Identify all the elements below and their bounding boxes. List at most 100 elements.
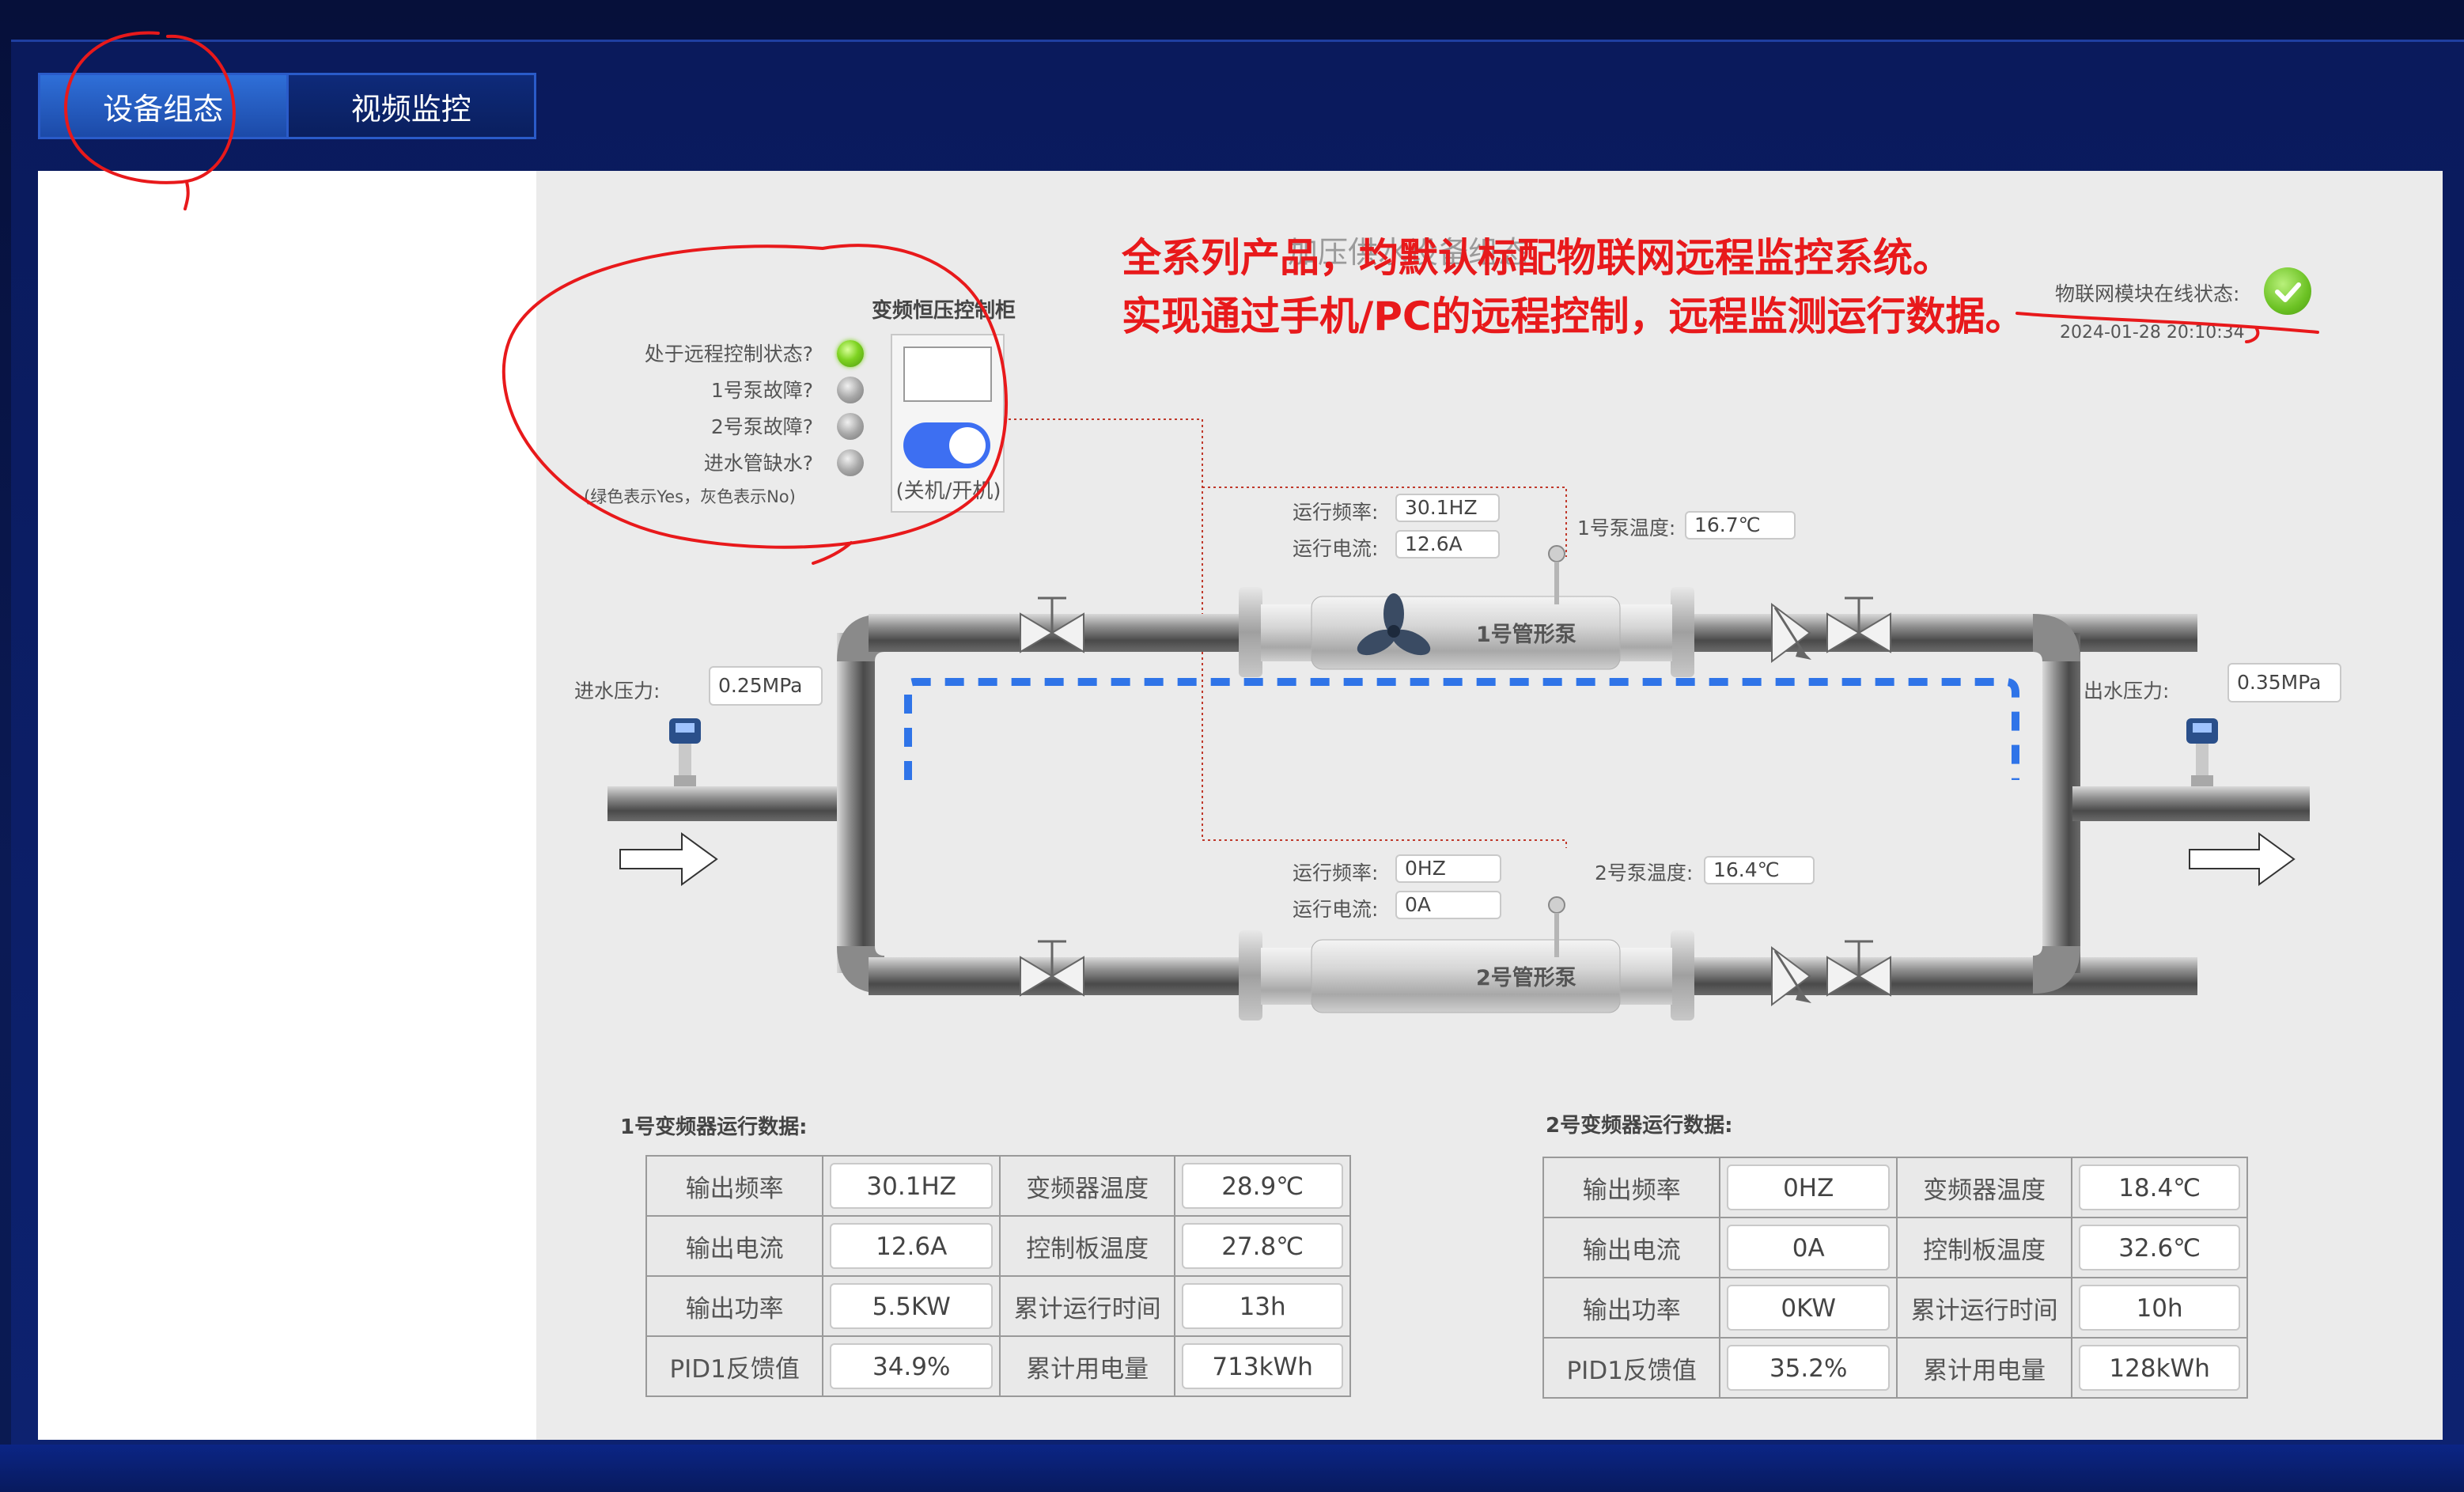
cabinet-title: 变频恒压控制柜: [872, 299, 1016, 323]
table-cell: 累计用电量: [1895, 1337, 2073, 1399]
table-row: PID1反馈值 35.2% 累计用电量 128kWh: [1542, 1337, 2248, 1399]
diagram-title: 加压供水设备组态: [1288, 235, 1529, 270]
table-row: PID1反馈值 34.9% 累计用电量 713kWh: [645, 1335, 1351, 1397]
fan-icon: [1357, 593, 1431, 656]
valve-bottom-inlet: [1020, 940, 1084, 997]
table-cell: 0A: [1719, 1217, 1898, 1278]
status-lamp-remote: [837, 340, 864, 367]
table-cell: 0HZ: [1719, 1157, 1898, 1218]
pump-2-graphic: [1239, 930, 1694, 1021]
content-area: 加压供水设备组态 变频恒压控制柜 处于远程控制状态? 1号泵故障? 2号泵故障?…: [38, 171, 2443, 1440]
status-lamp-water-shortage: [837, 449, 864, 476]
cabinet-screen: [903, 346, 992, 402]
table-cell: 累计运行时间: [999, 1275, 1176, 1337]
status-label-pump1-fault: 1号泵故障?: [710, 379, 813, 402]
table-row: 输出功率 0KW 累计运行时间 10h: [1542, 1277, 2248, 1339]
valve-top-outlet: [1826, 596, 1891, 653]
status-label-pump2-fault: 2号泵故障?: [710, 415, 813, 438]
pump1-temp-value: 16.7℃: [1685, 511, 1796, 540]
tab-bar: 设备组态 视频监控: [38, 73, 536, 139]
toggle-caption: (关机/开机): [895, 479, 1001, 503]
pump1-temp-label: 1号泵温度:: [1577, 517, 1676, 540]
table-cell: 27.8℃: [1174, 1215, 1351, 1277]
table-cell: 输出功率: [1542, 1277, 1721, 1339]
left-panel: [38, 171, 536, 1440]
vfd2-title: 2号变频器运行数据:: [1546, 1114, 1733, 1138]
inlet-pressure-label: 进水压力:: [574, 680, 660, 702]
table-cell: PID1反馈值: [1542, 1337, 1721, 1399]
pump1-freq-label: 运行频率:: [1293, 501, 1379, 524]
table-cell: 输出电流: [645, 1215, 824, 1277]
table-cell: 34.9%: [822, 1335, 1001, 1397]
table-cell: 输出功率: [645, 1275, 824, 1337]
table-cell: 累计用电量: [999, 1335, 1176, 1397]
pump2-current-value: 0A: [1395, 891, 1501, 919]
table-cell: 28.9℃: [1174, 1155, 1351, 1217]
power-toggle[interactable]: [903, 422, 990, 468]
vfd1-title: 1号变频器运行数据:: [620, 1115, 808, 1139]
valve-bottom-outlet: [1826, 940, 1891, 997]
bottom-bar: [0, 1445, 2464, 1492]
pump2-name: 2号管形泵: [1476, 966, 1576, 990]
status-label-remote: 处于远程控制状态?: [644, 343, 813, 365]
table-cell: 35.2%: [1719, 1337, 1898, 1399]
table-cell: 输出频率: [645, 1155, 824, 1217]
thermometer-icon: [1548, 545, 1565, 604]
table-cell: 累计运行时间: [1895, 1277, 2073, 1339]
outlet-flow-arrow: [2189, 832, 2296, 886]
table-row: 输出功率 5.5KW 累计运行时间 13h: [645, 1275, 1351, 1337]
thermometer-icon: [1548, 896, 1565, 957]
pump1-current-label: 运行电流:: [1293, 537, 1379, 560]
table-cell: 12.6A: [822, 1215, 1001, 1277]
signal-lines: [997, 418, 1567, 848]
table-cell: 输出电流: [1542, 1217, 1721, 1278]
outlet-pressure-value: 0.35MPa: [2227, 663, 2341, 702]
pressure-gauge-icon: [669, 718, 701, 786]
pump2-current-label: 运行电流:: [1293, 898, 1379, 921]
iot-status-label: 物联网模块在线状态:: [2055, 282, 2240, 305]
table-cell: 10h: [2071, 1277, 2248, 1339]
outlet-pressure-label: 出水压力:: [2084, 680, 2170, 702]
pump-1-graphic: [1239, 587, 1694, 677]
table-cell: 变频器温度: [1895, 1157, 2073, 1218]
pump1-freq-value: 30.1HZ: [1395, 494, 1500, 522]
pressure-gauge-icon: [2186, 718, 2218, 786]
iot-timestamp: 2024-01-28 20:10:34: [2060, 323, 2245, 343]
tab-device-topology[interactable]: 设备组态: [40, 75, 289, 137]
table-row: 输出频率 30.1HZ 变频器温度 28.9℃: [645, 1155, 1351, 1217]
table-cell: 30.1HZ: [822, 1155, 1001, 1217]
table-cell: 128kWh: [2071, 1337, 2248, 1399]
status-label-water-shortage: 进水管缺水?: [703, 452, 813, 475]
status-legend: (绿色表示Yes，灰色表示No): [584, 487, 796, 506]
table-row: 输出电流 12.6A 控制板温度 27.8℃: [645, 1215, 1351, 1277]
vfd1-table: 输出频率 30.1HZ 变频器温度 28.9℃ 输出电流 12.6A 控制板温度…: [645, 1155, 1351, 1397]
table-cell: 变频器温度: [999, 1155, 1176, 1217]
table-cell: 5.5KW: [822, 1275, 1001, 1337]
status-lamp-pump2-fault: [837, 413, 864, 440]
check-circle-icon: [2264, 267, 2311, 315]
vfd2-table: 输出频率 0HZ 变频器温度 18.4℃ 输出电流 0A 控制板温度 32.6℃…: [1542, 1157, 2248, 1399]
piping-diagram: [607, 418, 2310, 1021]
annotation-line-1: 全系列产品，均默认标配物联网远程监控系统。: [1122, 235, 1952, 281]
valve-top-inlet: [1020, 596, 1084, 653]
pump2-freq-label: 运行频率:: [1293, 861, 1379, 884]
table-cell: PID1反馈值: [645, 1335, 824, 1397]
table-row: 输出频率 0HZ 变频器温度 18.4℃: [1542, 1157, 2248, 1218]
status-lamp-pump1-fault: [837, 377, 864, 403]
pump1-current-value: 12.6A: [1395, 530, 1500, 559]
control-cabinet: (关机/开机): [891, 334, 1005, 513]
pump2-temp-label: 2号泵温度:: [1595, 861, 1694, 884]
pump1-name: 1号管形泵: [1476, 623, 1576, 647]
table-cell: 控制板温度: [1895, 1217, 2073, 1278]
tab-video-monitoring[interactable]: 视频监控: [288, 75, 534, 137]
scada-stage: 加压供水设备组态 变频恒压控制柜 处于远程控制状态? 1号泵故障? 2号泵故障?…: [536, 171, 2443, 1440]
flow-loop: [904, 678, 2019, 780]
inlet-pressure-value: 0.25MPa: [709, 666, 823, 706]
inlet-flow-arrow: [619, 832, 718, 886]
table-cell: 32.6℃: [2071, 1217, 2248, 1278]
pump2-temp-value: 16.4℃: [1704, 856, 1815, 884]
check-valve-bottom: [1771, 946, 1811, 1006]
table-cell: 13h: [1174, 1275, 1351, 1337]
annotation-line-2: 实现通过手机/PC的远程控制，远程监测运行数据。: [1122, 293, 2025, 339]
table-cell: 713kWh: [1174, 1335, 1351, 1397]
